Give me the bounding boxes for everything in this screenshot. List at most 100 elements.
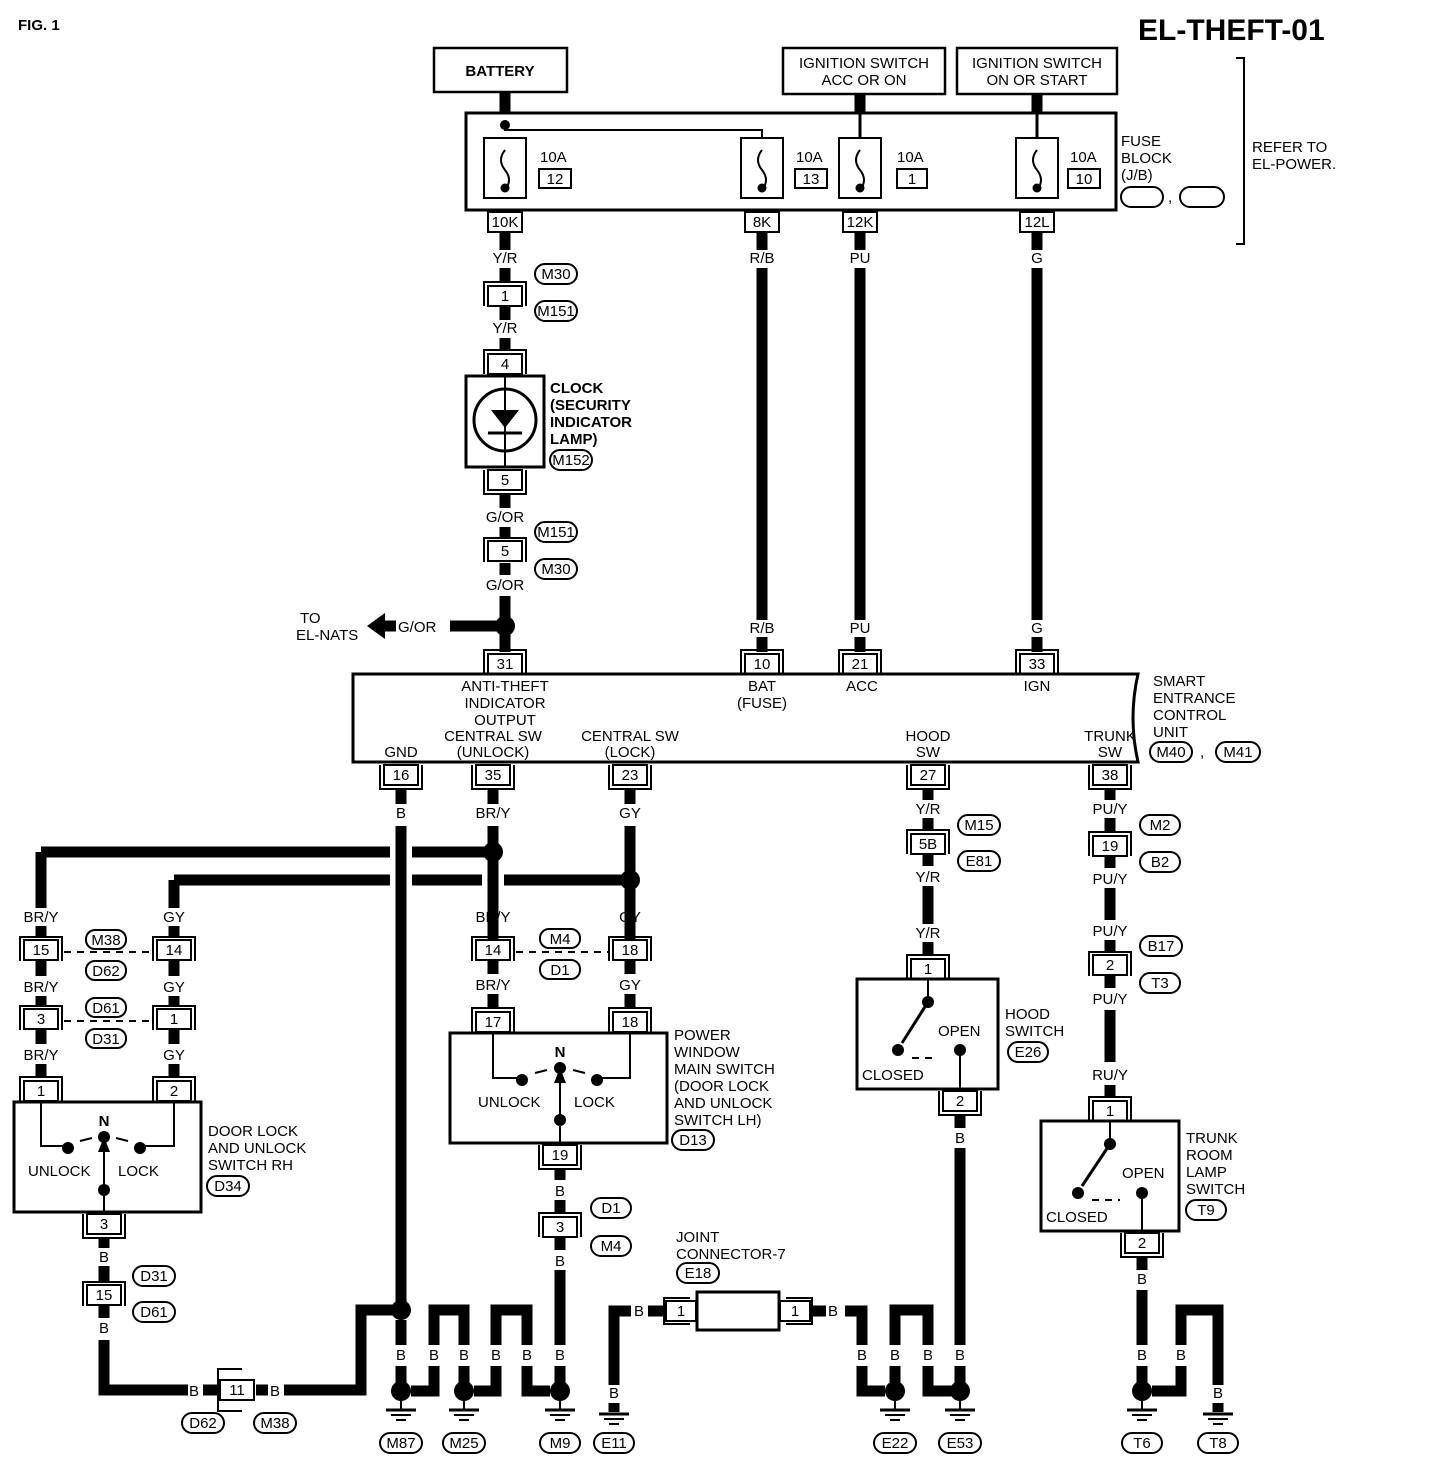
battery-source: BATTERY xyxy=(432,46,569,94)
svg-text:ANTI-THEFT: ANTI-THEFT xyxy=(461,678,549,695)
svg-text:B2: B2 xyxy=(1151,854,1169,871)
figure-number: FIG. 1 xyxy=(18,17,60,34)
svg-text:B: B xyxy=(99,1320,109,1337)
svg-text:B: B xyxy=(857,1347,867,1364)
svg-text:IGNITION SWITCH: IGNITION SWITCH xyxy=(972,55,1102,72)
svg-text:2: 2 xyxy=(1138,1235,1146,1252)
connector-d62-m38: 11 D62 M38 xyxy=(181,1368,297,1434)
svg-text:T3: T3 xyxy=(1151,975,1169,992)
svg-text:B: B xyxy=(955,1130,965,1147)
svg-text:FUSE: FUSE xyxy=(1121,133,1161,150)
svg-text:10A: 10A xyxy=(540,149,567,166)
svg-text:2: 2 xyxy=(956,1093,964,1110)
svg-text:(SECURITY: (SECURITY xyxy=(550,397,631,414)
svg-text:LOCK: LOCK xyxy=(118,1163,159,1180)
svg-text:B: B xyxy=(555,1183,565,1200)
svg-text:(FUSE): (FUSE) xyxy=(737,695,787,712)
svg-text:E11: E11 xyxy=(601,1435,627,1452)
svg-text:OUTPUT: OUTPUT xyxy=(474,712,536,729)
svg-text:M151: M151 xyxy=(537,303,575,320)
clock-security-lamp: 4 5 CLOCK (SECURITY INDICATOR LAMP) M152 xyxy=(464,349,632,495)
svg-text:CONTROL: CONTROL xyxy=(1153,707,1226,724)
svg-text:19: 19 xyxy=(1102,838,1119,855)
svg-text:ROOM: ROOM xyxy=(1186,1147,1233,1164)
svg-text:B: B xyxy=(1213,1385,1223,1402)
svg-text:12: 12 xyxy=(547,171,564,188)
svg-text:(DOOR LOCK: (DOOR LOCK xyxy=(674,1078,769,1095)
svg-text:SWITCH LH): SWITCH LH) xyxy=(674,1112,762,1129)
svg-text:M2: M2 xyxy=(1150,817,1171,834)
connector-m15-e81: 5B M15 E81 xyxy=(906,814,1001,872)
svg-text:OPEN: OPEN xyxy=(1122,1165,1165,1182)
svg-text:GY: GY xyxy=(619,909,641,926)
joint-connector-7: JOINT CONNECTOR-7 E18 1 1 xyxy=(663,1229,813,1332)
ground-m25: M25 xyxy=(442,1381,486,1454)
svg-text:UNLOCK: UNLOCK xyxy=(478,1094,541,1111)
svg-text:TO: TO xyxy=(300,610,321,627)
svg-text:5B: 5B xyxy=(919,836,937,853)
svg-text:REFER TO: REFER TO xyxy=(1252,139,1327,156)
svg-text:HOOD: HOOD xyxy=(1005,1006,1050,1023)
svg-text:B: B xyxy=(189,1383,199,1400)
svg-text:1: 1 xyxy=(791,1303,799,1320)
svg-text:CENTRAL SW: CENTRAL SW xyxy=(581,728,680,745)
svg-text:POWER: POWER xyxy=(674,1027,731,1044)
svg-text:1: 1 xyxy=(908,171,916,188)
svg-text:B: B xyxy=(491,1347,501,1364)
svg-text:T9: T9 xyxy=(1197,1202,1215,1219)
svg-text:1: 1 xyxy=(170,1011,178,1028)
svg-text:TRUNK: TRUNK xyxy=(1186,1130,1238,1147)
svg-text:PU: PU xyxy=(850,620,871,637)
svg-text:GY: GY xyxy=(163,1047,185,1064)
svg-text:1: 1 xyxy=(1106,1103,1114,1120)
svg-text:HOOD: HOOD xyxy=(906,728,951,745)
connector-b17-t3: 2 B17 T3 xyxy=(1088,935,1183,994)
svg-text:21: 21 xyxy=(852,656,869,673)
svg-text:B: B xyxy=(99,1249,109,1266)
svg-text:B: B xyxy=(1176,1347,1186,1364)
svg-text:INDICATOR: INDICATOR xyxy=(550,414,632,431)
fuse-block-label: FUSE BLOCK (J/B) , xyxy=(1120,133,1225,208)
svg-text:Y/R: Y/R xyxy=(492,320,517,337)
svg-text:AND UNLOCK: AND UNLOCK xyxy=(208,1140,306,1157)
svg-text:LAMP): LAMP) xyxy=(550,431,598,448)
svg-text:5: 5 xyxy=(501,472,509,489)
diagram-code: EL-THEFT-01 xyxy=(1138,14,1325,47)
svg-text:M30: M30 xyxy=(541,266,570,283)
svg-text:B: B xyxy=(396,805,406,822)
terminal-12k-label: 12K xyxy=(847,214,874,231)
connector-d1-m4: 3 D1 M4 xyxy=(538,1197,632,1257)
door-lock-switch-rh: 1 2 N UNLOCK LOCK DOOR LOCK AND UNLOCK S… xyxy=(12,1076,306,1239)
svg-text:(UNLOCK): (UNLOCK) xyxy=(457,744,530,761)
svg-text:M25: M25 xyxy=(449,1435,478,1452)
svg-text:38: 38 xyxy=(1102,767,1119,784)
svg-text:M87: M87 xyxy=(386,1435,415,1452)
svg-text:GY: GY xyxy=(619,805,641,822)
svg-text:B: B xyxy=(459,1347,469,1364)
svg-text:E81: E81 xyxy=(966,853,993,870)
svg-text:1: 1 xyxy=(501,288,509,305)
svg-text:10: 10 xyxy=(754,656,771,673)
svg-text:B: B xyxy=(555,1253,565,1270)
svg-text:LAMP: LAMP xyxy=(1186,1164,1227,1181)
svg-text:1: 1 xyxy=(677,1303,685,1320)
svg-text:GY: GY xyxy=(163,979,185,996)
svg-text:BAT: BAT xyxy=(748,678,776,695)
svg-text:INDICATOR: INDICATOR xyxy=(464,695,545,712)
svg-text:BR/Y: BR/Y xyxy=(23,909,58,926)
svg-text:Y/R: Y/R xyxy=(915,801,940,818)
svg-text:T8: T8 xyxy=(1209,1435,1227,1452)
svg-text:G/OR: G/OR xyxy=(486,577,525,594)
svg-text:BR/Y: BR/Y xyxy=(475,805,510,822)
fuse-block: 10A 12 10A 13 10A 1 10A 10 xyxy=(464,111,1118,212)
svg-text:M152: M152 xyxy=(552,452,590,469)
svg-text:G/OR: G/OR xyxy=(486,509,525,526)
svg-text:M4: M4 xyxy=(601,1238,622,1255)
svg-text:M30: M30 xyxy=(541,561,570,578)
svg-text:D61: D61 xyxy=(92,1000,120,1017)
svg-text:SWITCH: SWITCH xyxy=(1005,1023,1064,1040)
svg-text:PU: PU xyxy=(850,250,871,267)
svg-text:13: 13 xyxy=(803,171,820,188)
svg-text:R/B: R/B xyxy=(749,620,774,637)
ground-m87: M87 xyxy=(379,1381,423,1454)
